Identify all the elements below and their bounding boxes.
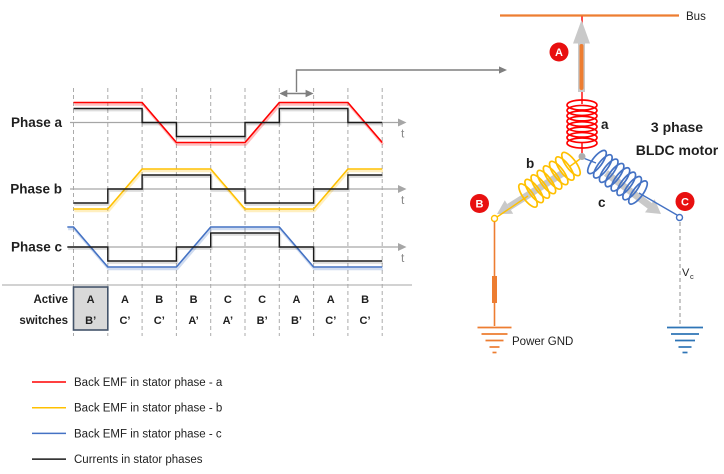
time-axis-label: t bbox=[401, 193, 405, 207]
switch-cell-bottom: A’ bbox=[188, 315, 198, 327]
terminal-a-label: A bbox=[555, 47, 563, 59]
coil-c-ring bbox=[592, 153, 613, 179]
coil-c-ring bbox=[598, 158, 619, 184]
time-axis-arrowhead-icon bbox=[398, 243, 407, 251]
down-right-arrowhead-icon bbox=[645, 199, 661, 214]
time-axis-label: t bbox=[401, 127, 405, 141]
current-waveform bbox=[73, 107, 383, 138]
time-axis-arrowhead-icon bbox=[398, 185, 407, 193]
switch-cell-bottom: B’ bbox=[291, 315, 302, 327]
legend-item-label: Back EMF in stator phase - b bbox=[74, 403, 222, 415]
motor-schematic: Bus A B C bbox=[470, 11, 719, 354]
switch-cell-top: A bbox=[121, 294, 129, 306]
switch-cell-top: C bbox=[258, 294, 266, 306]
coil-c-label: c bbox=[598, 195, 606, 210]
coil-c-ring bbox=[622, 175, 643, 201]
coil-a-ring bbox=[566, 104, 598, 117]
terminal-node-b bbox=[490, 214, 499, 223]
coil-b-ring bbox=[530, 173, 551, 200]
coil-c-ring bbox=[604, 162, 625, 188]
coil-b-label: b bbox=[526, 156, 534, 171]
coil-c-ring bbox=[616, 171, 637, 197]
coil-c-ring bbox=[627, 180, 649, 205]
power-gnd-label: Power GND bbox=[512, 336, 573, 348]
terminal-badge-a bbox=[549, 42, 569, 62]
coil-b-ring bbox=[554, 155, 575, 182]
terminal-c-label: C bbox=[681, 197, 689, 209]
legend-item-label: Currents in stator phases bbox=[74, 454, 203, 466]
phase-label: Phase b bbox=[10, 182, 62, 197]
coil-a-label: a bbox=[601, 117, 609, 132]
time-axis-arrowhead-icon bbox=[398, 118, 407, 127]
power-gnd-symbol bbox=[477, 326, 512, 354]
coil-a-ring bbox=[566, 110, 598, 122]
current-waveform-shadow bbox=[68, 233, 384, 264]
motor-title-line2: BLDC motor bbox=[636, 142, 719, 158]
coil-a-ring bbox=[566, 120, 598, 133]
coil-c-ring bbox=[586, 149, 608, 175]
coil-a-ring bbox=[566, 115, 598, 128]
switch-cell-top: C bbox=[224, 294, 232, 306]
current-flow-arrow-a bbox=[573, 20, 590, 92]
switch-cell-bottom: B’ bbox=[257, 315, 268, 327]
switch-cell-bottom: C’ bbox=[119, 315, 130, 327]
switch-cell-bottom: B’ bbox=[85, 315, 96, 327]
coil-b-ring bbox=[560, 151, 582, 177]
terminal-node-c bbox=[675, 213, 684, 222]
switch-cell-bottom: C’ bbox=[154, 315, 165, 327]
coil-b-stub bbox=[568, 158, 581, 168]
coil-a-ring bbox=[566, 126, 598, 138]
phase-label: Phase a bbox=[11, 115, 63, 130]
legend-item-label: Back EMF in stator phase - c bbox=[74, 428, 222, 440]
switch-table-label-line2: switches bbox=[19, 315, 68, 327]
coil-a-ring bbox=[566, 99, 598, 111]
switch-cell-bottom: C’ bbox=[325, 315, 336, 327]
active-switch-highlight-cell bbox=[72, 286, 109, 331]
legend-item-label: Back EMF in stator phase - a bbox=[74, 377, 223, 389]
emf-waveform bbox=[73, 101, 383, 144]
current-waveform bbox=[67, 232, 383, 262]
coil-c-out-line bbox=[638, 192, 678, 216]
coil-c-stub bbox=[584, 157, 597, 164]
switch-cell-top: A bbox=[87, 294, 95, 306]
terminal-badge-b bbox=[470, 194, 489, 213]
switch-cell-bottom: C’ bbox=[360, 315, 371, 327]
coil-c-ring bbox=[610, 166, 631, 192]
bus-label: Bus bbox=[686, 11, 706, 23]
left-arrowhead-icon bbox=[279, 89, 288, 98]
coil-b-ring bbox=[542, 164, 563, 191]
signal-gnd-symbol bbox=[667, 326, 703, 354]
phase-label: Phase c bbox=[11, 240, 63, 255]
coil-b-ring bbox=[517, 182, 539, 209]
switch-cell-bottom: A’ bbox=[223, 315, 233, 327]
switch-table-label-line1: Active bbox=[33, 294, 68, 306]
terminal-b-label: B bbox=[476, 199, 484, 211]
motor-title-line1: 3 phase bbox=[651, 119, 703, 135]
vc-label: V bbox=[682, 267, 690, 279]
coil-b-ring bbox=[548, 160, 569, 186]
coil-b-out-line bbox=[496, 195, 529, 218]
coil-b-ring bbox=[536, 169, 557, 195]
switch-cell-top: B bbox=[190, 294, 198, 306]
right-arrowhead-icon bbox=[305, 89, 314, 98]
coil-a-ring bbox=[566, 137, 598, 149]
down-left-arrowhead-icon bbox=[497, 200, 514, 214]
time-axis-label: t bbox=[401, 251, 405, 265]
switch-cell-top: A bbox=[327, 294, 335, 306]
neutral-junction-dot bbox=[578, 153, 586, 160]
current-waveform-shadow bbox=[74, 109, 384, 140]
current-waveform-shadow bbox=[74, 175, 384, 206]
terminal-badge-c bbox=[675, 192, 695, 211]
coil-b-ring bbox=[524, 178, 545, 204]
switch-cell-top: B bbox=[361, 294, 369, 306]
switch-cell-top: B bbox=[155, 294, 163, 306]
coil-a-ring bbox=[566, 131, 598, 144]
switch-cell-top: A bbox=[292, 294, 300, 306]
vc-subscript: c bbox=[690, 272, 694, 281]
up-arrowhead-icon bbox=[573, 20, 590, 44]
interval-connector-line bbox=[295, 69, 500, 92]
connector-arrowhead-icon bbox=[499, 66, 507, 74]
current-waveform bbox=[73, 174, 383, 204]
